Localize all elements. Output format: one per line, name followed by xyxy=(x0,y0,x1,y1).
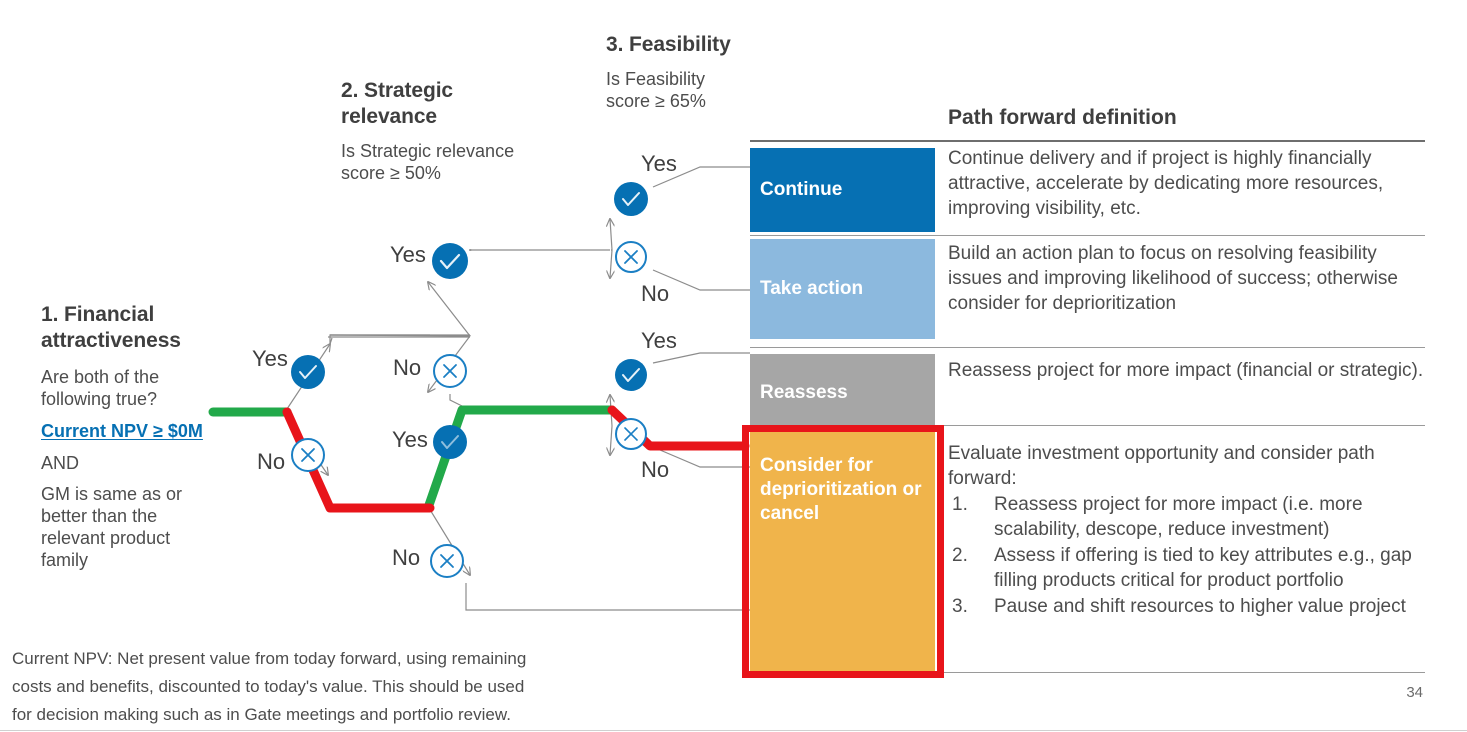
path-highlight-red xyxy=(282,405,750,513)
stage-1-criterion-gm: GM is same as or better than the relevan… xyxy=(41,484,183,570)
node-strategic-lower-no[interactable] xyxy=(430,544,464,578)
stage-1-title: 1. Financial attractiveness xyxy=(41,303,181,352)
node-feasibility-yes[interactable] xyxy=(614,182,648,216)
node-feasibility-lower-no[interactable] xyxy=(615,418,647,450)
branch-label-n2-no: No xyxy=(393,355,422,380)
node-financial-yes[interactable] xyxy=(291,355,325,389)
node-strategic-yes[interactable] xyxy=(432,243,468,279)
stage-1-question: Are both of the following true? xyxy=(41,367,160,409)
path-chip-label-reassess: Reassess xyxy=(760,382,848,403)
list-item: 2. Assess if offering is tied to key attr… xyxy=(948,543,1428,593)
list-item-text: Pause and shift resources to higher valu… xyxy=(994,596,1406,617)
footnote-current-npv: Current NPV: Net present value from toda… xyxy=(12,649,527,724)
page-number: 34 xyxy=(1406,684,1423,701)
branch-label-n1-yes: Yes xyxy=(252,346,288,371)
branch-label-n3-no: No xyxy=(641,281,670,306)
path-description-text-continue: Continue delivery and if project is high… xyxy=(948,148,1384,219)
branch-label-n3-yes: Yes xyxy=(641,151,677,176)
path-chip-continue[interactable]: Continue xyxy=(750,148,935,232)
branch-label-n3b-yes: Yes xyxy=(641,328,677,353)
tree-connectors xyxy=(284,166,760,611)
path-chip-take-action[interactable]: Take action xyxy=(750,239,935,339)
node-financial-no[interactable] xyxy=(291,438,325,472)
path-forward-header: Path forward definition xyxy=(948,106,1177,129)
path-description-consider-for-deprioritization-or-cancel: Evaluate investment opportunity and cons… xyxy=(948,441,1428,619)
path-description-reassess: Reassess project for more impact (financ… xyxy=(948,358,1428,383)
branch-label-n1-no: No xyxy=(257,449,286,474)
path-description-text-consider-for-deprioritization-or-cancel: Evaluate investment opportunity and cons… xyxy=(948,443,1375,489)
branch-label-n2-yes: Yes xyxy=(390,242,426,267)
bottom-divider xyxy=(0,730,1467,731)
row-divider-reassess xyxy=(750,347,1425,348)
list-item-text: Reassess project for more impact (i.e. m… xyxy=(994,494,1363,540)
stage-1-conjunction: AND xyxy=(41,453,80,473)
list-item-number: 1. xyxy=(952,494,968,515)
node-feasibility-lower-yes[interactable] xyxy=(615,359,647,391)
path-chip-consider-for-deprioritization-or-cancel[interactable]: Consider for deprioritization or cancel xyxy=(750,432,935,672)
branch-label-n3b-no: No xyxy=(641,457,670,482)
node-feasibility-no[interactable] xyxy=(615,241,647,273)
path-description-take-action: Build an action plan to focus on resolvi… xyxy=(948,241,1428,316)
stage-3-question: Is Feasibility score ≥ 65% xyxy=(606,69,706,111)
list-item: 1. Reassess project for more impact (i.e.… xyxy=(948,492,1428,542)
stage-3-title: 3. Feasibility xyxy=(606,33,731,56)
node-strategic-no[interactable] xyxy=(433,354,467,388)
path-chip-label-take-action: Take action xyxy=(760,278,864,299)
branch-label-n2b-yes: Yes xyxy=(392,427,428,452)
path-description-text-reassess: Reassess project for more impact (financ… xyxy=(948,360,1424,381)
stage-2-question: Is Strategic relevance score ≥ 50% xyxy=(341,141,515,183)
stage-1-criterion-npv: Current NPV ≥ $0M xyxy=(41,421,203,441)
row-divider-take-action xyxy=(750,235,1425,236)
list-item-number: 2. xyxy=(952,545,968,566)
path-description-continue: Continue delivery and if project is high… xyxy=(948,146,1428,221)
list-item: 3. Pause and shift resources to higher va… xyxy=(948,594,1428,619)
branch-label-n2b-no: No xyxy=(392,545,421,570)
path-description-text-take-action: Build an action plan to focus on resolvi… xyxy=(948,243,1398,314)
path-items-consider-for-deprioritization-or-cancel: 1. Reassess project for more impact (i.e.… xyxy=(948,492,1428,619)
row-divider-bottom xyxy=(750,672,1425,673)
list-item-number: 3. xyxy=(952,596,968,617)
row-divider-continue xyxy=(750,140,1425,142)
path-chip-label-consider-for-deprioritization-or-cancel: Consider for deprioritization or cancel xyxy=(760,455,922,524)
list-item-text: Assess if offering is tied to key attrib… xyxy=(994,545,1412,591)
row-divider-consider-for-deprioritization-or-cancel xyxy=(750,425,1425,426)
path-chip-label-continue: Continue xyxy=(760,179,843,200)
path-chip-reassess[interactable]: Reassess xyxy=(750,354,935,432)
node-strategic-lower-yes[interactable] xyxy=(433,425,467,459)
path-highlight-green xyxy=(208,405,617,513)
stage-2-title: 2. Strategic relevance xyxy=(341,79,454,128)
